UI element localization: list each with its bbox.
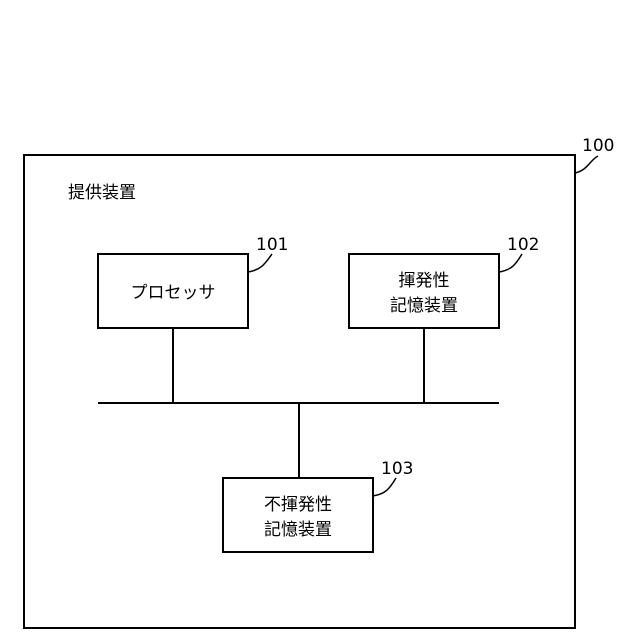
nonvolatile-memory-ref-leader [373,478,396,496]
device-title: 提供装置 [68,183,136,203]
nonvolatile-memory-ref-number: 103 [381,459,413,479]
device-ref-number: 100 [582,136,614,156]
volatile-memory-box [349,254,499,328]
volatile-memory-label-line2: 記憶装置 [390,296,458,316]
volatile-memory-ref-leader [499,254,522,272]
device-frame [24,155,575,628]
device-ref-leader [575,156,598,173]
nonvolatile-memory-box [223,478,373,552]
nonvolatile-memory-label-line1: 不揮発性 [264,495,332,515]
processor-ref-leader [248,254,272,272]
processor-ref-number: 101 [256,235,288,255]
volatile-memory-label-line1: 揮発性 [399,271,450,291]
processor-label: プロセッサ [131,283,216,303]
volatile-memory-ref-number: 102 [507,235,539,255]
nonvolatile-memory-label-line2: 記憶装置 [264,520,332,540]
